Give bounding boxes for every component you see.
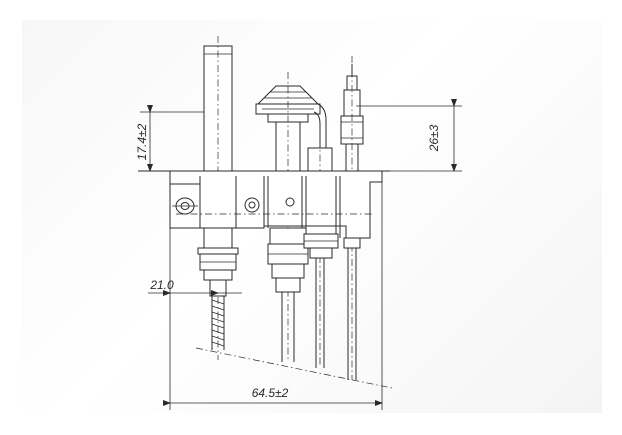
- break-line: [195, 347, 393, 389]
- burner-head: [255, 72, 327, 362]
- electrode-lead: [343, 237, 361, 380]
- dim-17-4: [140, 105, 204, 172]
- thermocouple-fitting: [303, 225, 339, 368]
- center-gas-fitting: [267, 227, 309, 362]
- dim-21-label: 21.0: [149, 278, 174, 292]
- dim-64-5-label: 64.5±2: [252, 386, 289, 400]
- dim-26: [356, 99, 462, 172]
- main-body: [169, 170, 383, 239]
- thermocouple-flex-lead: [211, 296, 225, 350]
- dim-64-5: [163, 182, 383, 410]
- dim-17-4-label: 17.4±2: [135, 123, 149, 160]
- left-gas-fitting: [197, 227, 239, 297]
- spark-electrode: [340, 56, 364, 380]
- dim-26-label: 26±3: [427, 124, 441, 152]
